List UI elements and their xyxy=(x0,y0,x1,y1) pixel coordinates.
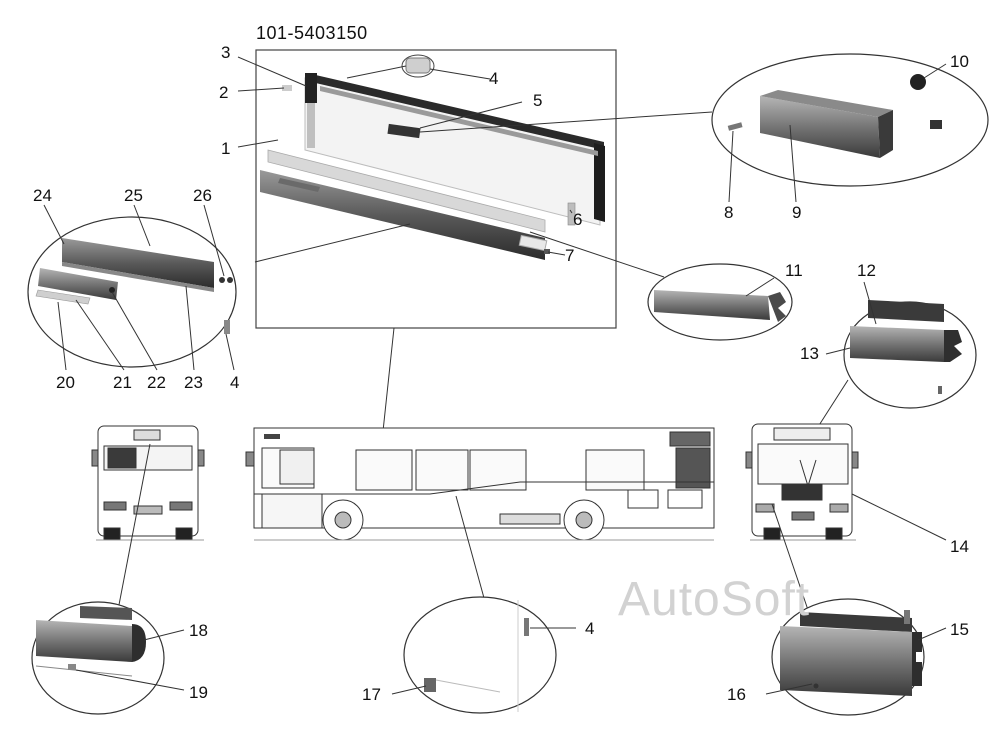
callout-12: 12 xyxy=(857,261,876,280)
watermark: AutoSoft xyxy=(618,573,811,626)
lamp-screw xyxy=(910,74,926,90)
callout-14: 14 xyxy=(950,537,969,556)
callout-22: 22 xyxy=(147,373,166,392)
diagram-title: 101-5403150 xyxy=(256,23,368,43)
callout-19: 19 xyxy=(189,683,208,702)
callout-2: 2 xyxy=(219,83,229,102)
callout-7: 7 xyxy=(565,246,575,265)
detail-ellipse-4-17 xyxy=(403,596,557,714)
callout-15: 15 xyxy=(950,620,969,639)
lamp-body xyxy=(760,96,880,158)
lower-rail xyxy=(260,170,545,260)
callout-4-top: 4 xyxy=(489,69,499,88)
lower-rail-upper xyxy=(267,149,546,233)
bus-side-view xyxy=(245,427,715,541)
detail-ellipse-rail xyxy=(27,216,237,368)
top-insert-part xyxy=(405,57,431,74)
bus-rear-view xyxy=(91,425,205,541)
top-frame-rail xyxy=(307,73,604,150)
callout-18: 18 xyxy=(189,621,208,640)
bus-front-view xyxy=(745,423,859,541)
callout-17: 17 xyxy=(362,685,381,704)
left-upright xyxy=(305,73,317,103)
callout-1: 1 xyxy=(221,139,231,158)
right-upright xyxy=(594,143,605,222)
callout-16: 16 xyxy=(727,685,746,704)
callout-23: 23 xyxy=(184,373,203,392)
callout-20: 20 xyxy=(56,373,75,392)
callout-4-left: 4 xyxy=(230,373,240,392)
callout-6: 6 xyxy=(573,210,583,229)
callout-25: 25 xyxy=(124,186,143,205)
callout-9: 9 xyxy=(792,203,802,222)
callout-13: 13 xyxy=(800,344,819,363)
callout-21: 21 xyxy=(113,373,132,392)
clip-part xyxy=(387,123,421,139)
callout-24: 24 xyxy=(33,186,52,205)
main-detail-frame xyxy=(255,49,617,329)
callout-11: 11 xyxy=(785,261,803,280)
callout-4-bottom: 4 xyxy=(585,619,595,638)
callout-26: 26 xyxy=(193,186,212,205)
callout-5: 5 xyxy=(533,91,543,110)
callout-8: 8 xyxy=(724,203,734,222)
callout-3: 3 xyxy=(221,43,231,62)
callout-10: 10 xyxy=(950,52,969,71)
